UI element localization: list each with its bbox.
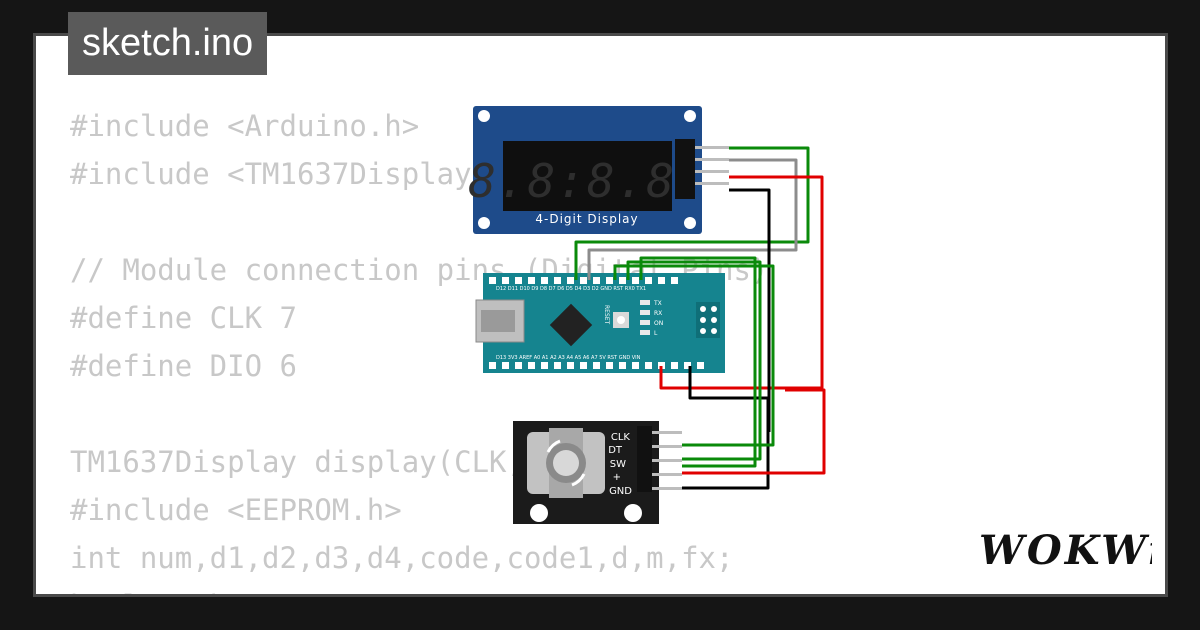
wire-encoder-clk[interactable]: [613, 264, 775, 447]
top-pin-labels: D12 D11 D10 D9 D8 D7 D6 D5 D4 D3 D2 GND …: [496, 286, 646, 292]
wire-display-clk[interactable]: [574, 146, 810, 280]
wokwi-logo-text: WOKWi: [979, 527, 1152, 574]
code-line: boolean hoot: [70, 582, 768, 594]
code-line: #define CLK 7: [70, 301, 297, 335]
encoder-pin-dt: DT: [608, 445, 623, 456]
seven-segment-display-module[interactable]: 8.8:8.8. 4-Digit Display: [468, 106, 729, 234]
wire-display-gnd[interactable]: [729, 188, 771, 432]
wokwi-logo: WOKWi: [979, 527, 1152, 574]
led-label-l: L: [654, 330, 658, 337]
code-line: int num,d1,d2,d3,d4,code,code1,d,m,fx;: [70, 541, 734, 575]
file-title-tab: sketch.ino: [68, 12, 268, 75]
wire-encoder-vcc[interactable]: [682, 388, 826, 475]
code-line: #define DIO 6: [70, 349, 297, 383]
code-line: #include <Arduino.h>: [70, 109, 420, 143]
wire-arduino-gnd[interactable]: [682, 366, 770, 490]
wire-encoder-dt[interactable]: [626, 260, 762, 461]
code-line: #include <EEPROM.h>: [70, 493, 402, 527]
reset-label: RESET: [603, 305, 610, 325]
display-module-label: 4-Digit Display: [535, 212, 638, 226]
encoder-pin-vcc: +: [613, 472, 621, 483]
arduino-nano-board[interactable]: RESET TX RX ON L D12 D11 D10 D9 D8 D7 D6…: [475, 273, 725, 373]
led-label-on: ON: [654, 320, 663, 327]
wire-encoder-sw[interactable]: [639, 256, 757, 468]
wire-display-vcc[interactable]: [659, 175, 824, 390]
encoder-pin-clk: CLK: [611, 432, 631, 443]
wire-display-dio[interactable]: [587, 158, 798, 280]
led-label-rx: RX: [654, 310, 662, 317]
led-label-tx: TX: [653, 300, 662, 307]
encoder-pin-gnd: GND: [609, 486, 632, 497]
bottom-pin-labels: D13 3V3 AREF A0 A1 A2 A3 A4 A5 A6 A7 5V …: [496, 355, 641, 361]
segment-digits: 8.8:8.8.: [468, 154, 706, 208]
rotary-encoder-module[interactable]: CLK DT SW + GND: [513, 421, 682, 524]
encoder-pin-sw: SW: [610, 459, 626, 470]
code-view: #include <Arduino.h>#include <TM1637Disp…: [70, 102, 768, 594]
